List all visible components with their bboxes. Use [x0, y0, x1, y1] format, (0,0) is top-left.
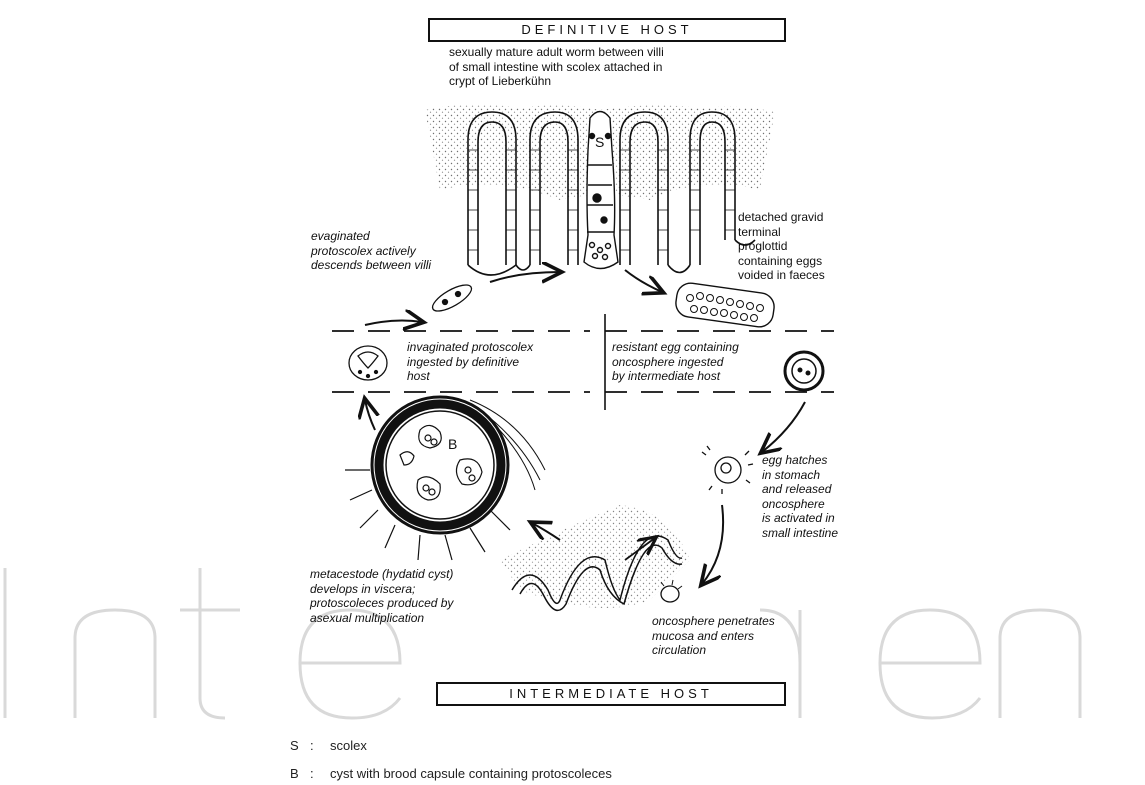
legend-separator: : [310, 766, 330, 781]
egg-hatches-label: egg hatches in stomach and released onco… [762, 453, 838, 540]
scolex-letter: S [595, 134, 604, 150]
hydatid-cyst [345, 397, 545, 560]
adult-worm-label: sexually mature adult worm between villi… [449, 45, 664, 89]
legend-symbol: B [290, 766, 310, 781]
metacestode-label: metacestode (hydatid cyst) develops in v… [310, 567, 453, 625]
evaginated-protoscolex [429, 280, 475, 316]
definitive-host-box: DEFINITIVE HOST [428, 18, 786, 42]
legend-brood-capsule: B:cyst with brood capsule containing pro… [290, 766, 612, 781]
gravid-proglottid [674, 281, 776, 328]
detached-proglottid-label: detached gravid terminal proglottid cont… [738, 210, 825, 283]
lower-intestine [500, 505, 690, 610]
resistant-egg [785, 352, 823, 390]
invaginated-protoscolex-label: invaginated protoscolex ingested by defi… [407, 340, 533, 384]
legend-scolex: S:scolex [290, 738, 367, 753]
resistant-egg-label: resistant egg containing oncosphere inge… [612, 340, 739, 384]
oncosphere-penetrates-label: oncosphere penetrates mucosa and enters … [652, 614, 775, 658]
evaginated-protoscolex-label: evaginated protoscolex actively descends… [311, 229, 431, 273]
brood-capsule-letter: B [448, 436, 457, 452]
hatching-egg [702, 446, 753, 494]
intermediate-host-box: INTERMEDIATE HOST [436, 682, 786, 706]
legend-text: cyst with brood capsule containing proto… [330, 766, 612, 781]
legend-symbol: S [290, 738, 310, 753]
invaginated-protoscolex [349, 346, 387, 380]
legend-text: scolex [330, 738, 367, 753]
legend-separator: : [310, 738, 330, 753]
